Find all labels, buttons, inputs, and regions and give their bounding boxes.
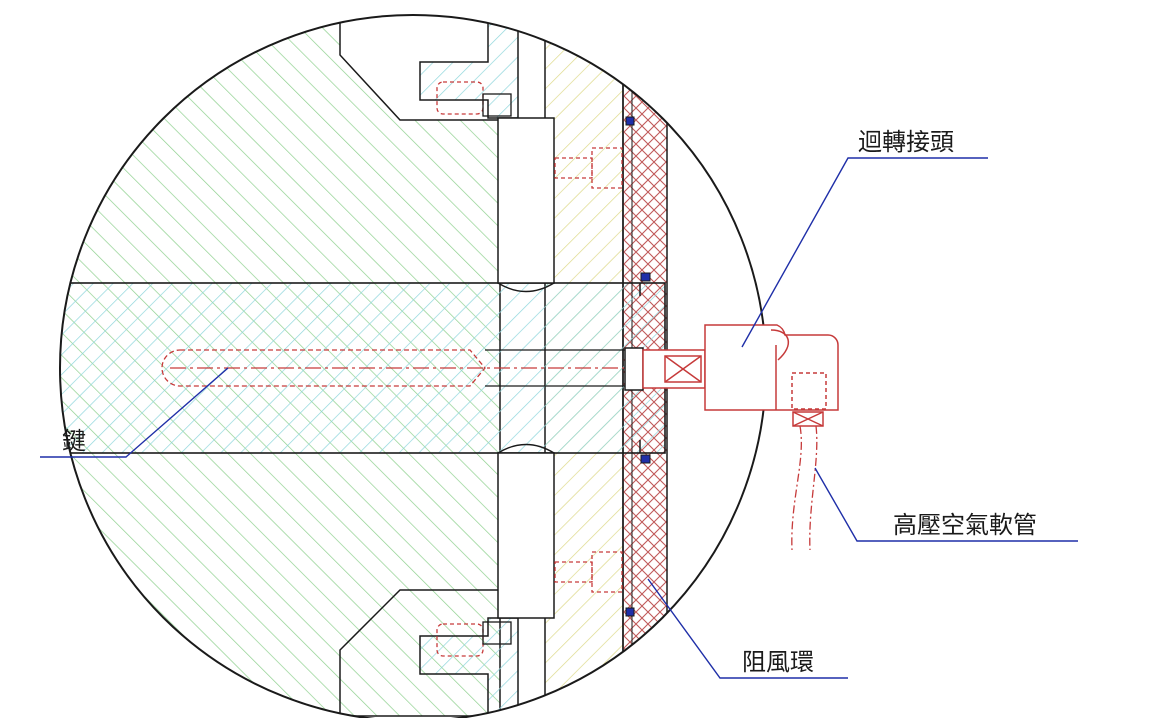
seal-3	[640, 454, 651, 464]
key-slot-top	[497, 117, 555, 284]
label-high-pressure-hose: 高壓空氣軟管	[893, 511, 1037, 539]
key-slot-bottom	[497, 452, 555, 619]
section-body	[60, 15, 668, 717]
seal-2	[640, 272, 651, 282]
air-channel	[161, 349, 710, 387]
label-key: 鍵	[62, 427, 86, 455]
leader-wind-ring	[647, 578, 848, 679]
rotary-joint	[642, 324, 839, 427]
seal-4	[625, 607, 635, 617]
ring-bolt-top	[554, 147, 623, 189]
leader-rotary-joint	[741, 157, 988, 348]
bearing-housing-top	[419, 19, 519, 119]
label-rotary-joint: 迴轉接頭	[858, 128, 954, 156]
shaft-end-plug	[624, 347, 644, 391]
bolt-head-top	[436, 81, 484, 115]
ring-bolt-bottom	[554, 551, 623, 593]
leader-hose	[814, 467, 1078, 542]
bolt-head-bottom	[436, 623, 484, 657]
label-wind-ring: 阻風環	[742, 648, 814, 676]
leader-key	[40, 367, 229, 458]
seal-1	[625, 116, 635, 126]
high-pressure-hose	[791, 425, 818, 551]
bearing-housing-bottom	[419, 617, 519, 717]
leader-lines	[40, 157, 1078, 679]
